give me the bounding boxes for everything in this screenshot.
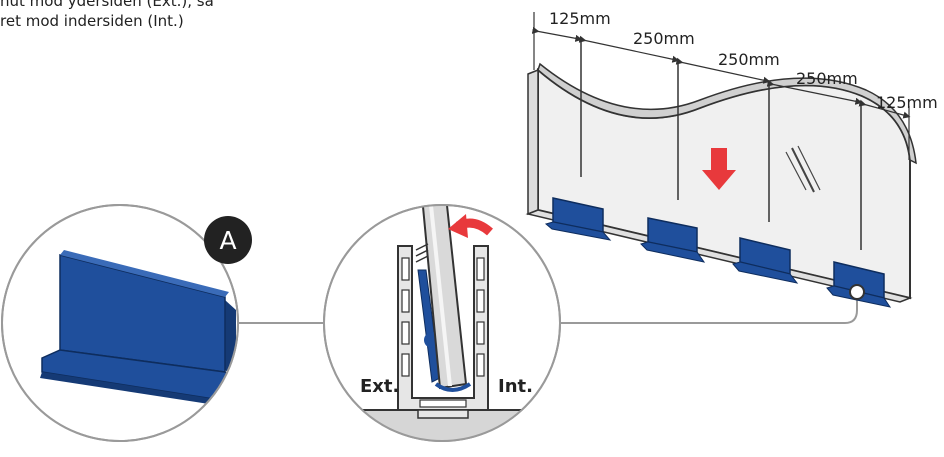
- instruction-line-1: nut mod ydersiden (Ext.), så: [0, 0, 214, 10]
- ext-label: Ext.: [360, 376, 399, 397]
- insert-arrow: [702, 148, 736, 190]
- callout-a-letter: A: [219, 226, 236, 255]
- dimension-label-5: 125mm: [876, 93, 938, 112]
- detail-circle-clip: [1, 204, 239, 442]
- detail-circle-profile: Ext. Int.: [323, 204, 561, 442]
- detail-marker: [849, 284, 865, 300]
- clip-3: [732, 237, 799, 284]
- dimension-label-1: 125mm: [549, 9, 611, 28]
- dimension-label-3: 250mm: [718, 50, 780, 69]
- glass-panel-assembly: [525, 40, 917, 308]
- connector-line-b: [560, 292, 858, 324]
- callout-a-badge: A: [204, 216, 252, 264]
- int-label: Int.: [498, 376, 533, 397]
- clip-1: [544, 197, 612, 241]
- profile-glass: [420, 205, 468, 390]
- dimension-lines: [531, 12, 911, 160]
- instruction-line-2: ret mod indersiden (Int.): [0, 12, 184, 30]
- dimension-label-2: 250mm: [633, 29, 695, 48]
- clip-2: [640, 217, 706, 263]
- dimension-label-4: 250mm: [796, 69, 858, 88]
